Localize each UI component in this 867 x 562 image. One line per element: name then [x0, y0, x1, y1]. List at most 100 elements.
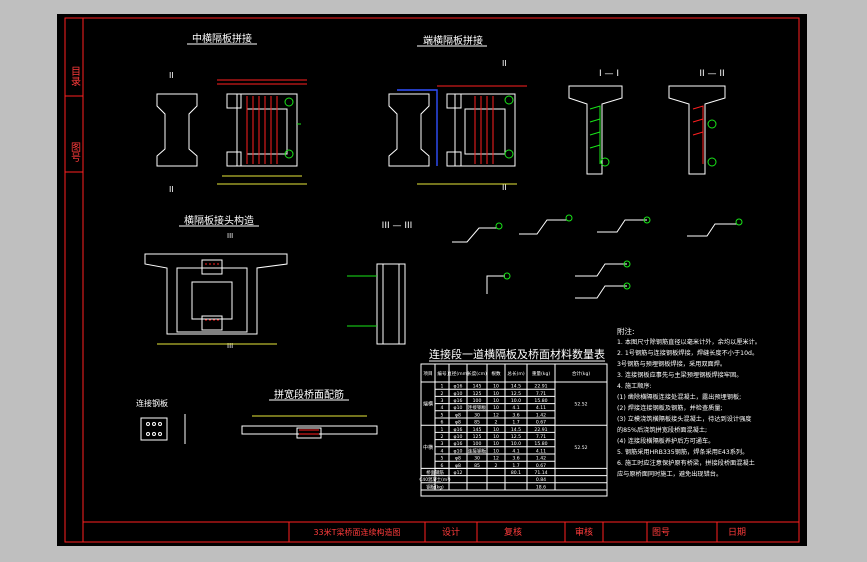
table-cell: 18.6 — [536, 484, 546, 490]
table-cell: φ10 — [454, 448, 463, 454]
note-line: 6. 施工时应注意保护原有桥梁，拼接段桥面混凝土 — [617, 459, 755, 467]
table-cell: 0.67 — [536, 463, 546, 469]
note-line: 3号钢筋与预埋钢板焊接，采用双面焊。 — [617, 360, 726, 368]
table-cell: 3.6 — [512, 412, 519, 418]
table-cell: 1.42 — [536, 412, 546, 418]
section-3-view: III — III — [347, 221, 413, 345]
table-cell: φ16 — [454, 427, 463, 433]
table-cell: 10 — [493, 405, 499, 411]
view-title: 端横隔板拼接 — [423, 34, 483, 47]
table-cell: 7.71 — [536, 391, 546, 397]
end-diaphragm-view: 端横隔板拼接 II II — [388, 34, 527, 192]
table-group-name: 端横 — [423, 401, 433, 408]
table-cell: 6 — [441, 420, 444, 426]
table-cell: 4 — [441, 405, 444, 411]
table-cell: 2 — [495, 463, 498, 469]
view-title: III — III — [382, 221, 413, 231]
review-label: 复核 — [504, 526, 522, 538]
note-line: 的85%后浇筑拼宽段桥面混凝土; — [617, 426, 707, 434]
table-header-cell: 项目 — [423, 371, 432, 377]
table-cell: 4.1 — [512, 405, 519, 411]
note-line: 3. 连接钢板应事先与主梁预埋钢板焊接牢固。 — [617, 371, 742, 379]
table-cell: 4.1 — [512, 448, 519, 454]
view-title: II — II — [699, 69, 724, 79]
note-line: (3) 立模浇筑横隔板接头混凝土，待达到设计强度 — [617, 415, 751, 423]
note-line: 4. 施工顺序: — [617, 382, 652, 390]
table-cell: 22.91 — [534, 384, 547, 390]
notes-heading: 附注: — [617, 326, 635, 336]
table-cell: 30 — [474, 412, 480, 418]
side-label-index: 目录 — [69, 66, 81, 86]
table-cell: 1.42 — [536, 456, 546, 462]
table-cell: 12 — [493, 412, 499, 418]
table-header-cell: 直径(mm) — [447, 370, 469, 377]
table-header-cell: 总长(m) — [507, 370, 524, 377]
table-cell: φ16 — [454, 398, 463, 404]
table-cell: 5 — [441, 412, 444, 418]
table-cell: φ10 — [454, 434, 463, 440]
table-cell: 85 — [474, 420, 480, 426]
connector-view: 连接钢板 — [136, 398, 186, 444]
table-cell: φ12 — [454, 470, 463, 476]
table-cell: 10 — [493, 427, 499, 433]
date-label: 日期 — [728, 527, 746, 538]
svg-text:III: III — [227, 342, 233, 350]
deck-rebar-view: 拼宽段桥面配筋 — [241, 388, 378, 439]
table-cell: 10 — [493, 391, 499, 397]
table-cell: 10 — [493, 398, 499, 404]
table-cell: 7.71 — [536, 434, 546, 440]
table-cell: 6 — [441, 463, 444, 469]
table-cell: 12 — [493, 456, 499, 462]
note-line: (4) 连接段横隔板养护后方可通车。 — [617, 437, 714, 445]
table-group-total: 52.52 — [574, 402, 587, 408]
table-cell: 100 — [473, 441, 482, 447]
table-cell: 3.6 — [512, 456, 519, 462]
side-label-drawing-no: 图号 — [69, 142, 81, 163]
view-title: 连接钢板 — [136, 398, 168, 408]
table-header-cell: 根数 — [491, 370, 501, 377]
table-cell: 145 — [473, 384, 482, 390]
table-header-cell: 长度(cm) — [467, 370, 487, 377]
table-group-name: 中横 — [423, 444, 433, 451]
view-title: I — I — [599, 69, 619, 79]
table-cell: 10.0 — [511, 398, 521, 404]
view-title: 拼宽段桥面配筋 — [274, 388, 344, 401]
drawing-title: 33米T梁桥面连续构造图 — [313, 527, 400, 537]
table-title: 连接段一道横隔板及桥面材料数量表 — [429, 347, 605, 361]
table-cell: 1.7 — [512, 420, 519, 426]
cad-drawing: 目录 图号 33米T梁桥面连续构造图 设计 复核 审核 图号 日期 中横隔板拼接… — [64, 17, 800, 543]
svg-text:II: II — [169, 71, 174, 80]
table-cell: φ16 — [454, 384, 463, 390]
note-line: 应与原桥面同时施工，避免出现错台。 — [617, 470, 722, 478]
table-cell: 3 — [441, 441, 444, 447]
svg-text:III: III — [227, 232, 233, 240]
section-2-view: II — II — [668, 69, 726, 175]
note-line: (2) 焊接连接钢板及钢筋，并检查质量; — [617, 404, 723, 412]
table-cell: 1 — [441, 427, 444, 433]
table-cell: 0.67 — [536, 420, 546, 426]
design-label: 设计 — [442, 526, 460, 538]
table-cell: 4 — [441, 448, 444, 454]
table-cell: 1 — [441, 384, 444, 390]
table-cell: 10 — [493, 441, 499, 447]
joint-detail-view: 横隔板接头构造 III III — [144, 214, 288, 350]
table-cell: 125 — [473, 391, 482, 397]
table-cell: φ10 — [454, 391, 463, 397]
table-cell: φ8 — [455, 463, 461, 469]
view-title: 横隔板接头构造 — [184, 214, 254, 227]
table-cell: 30 — [474, 456, 480, 462]
table-cell: φ8 — [455, 420, 461, 426]
table-cell: 10.0 — [511, 441, 521, 447]
table-cell: 0.84 — [536, 477, 546, 483]
table-cell: 10 — [493, 448, 499, 454]
svg-text:II: II — [502, 183, 507, 192]
material-table: 连接段一道横隔板及桥面材料数量表 项目编号直径(mm)长度(cm)根数总长(m)… — [419, 347, 608, 497]
